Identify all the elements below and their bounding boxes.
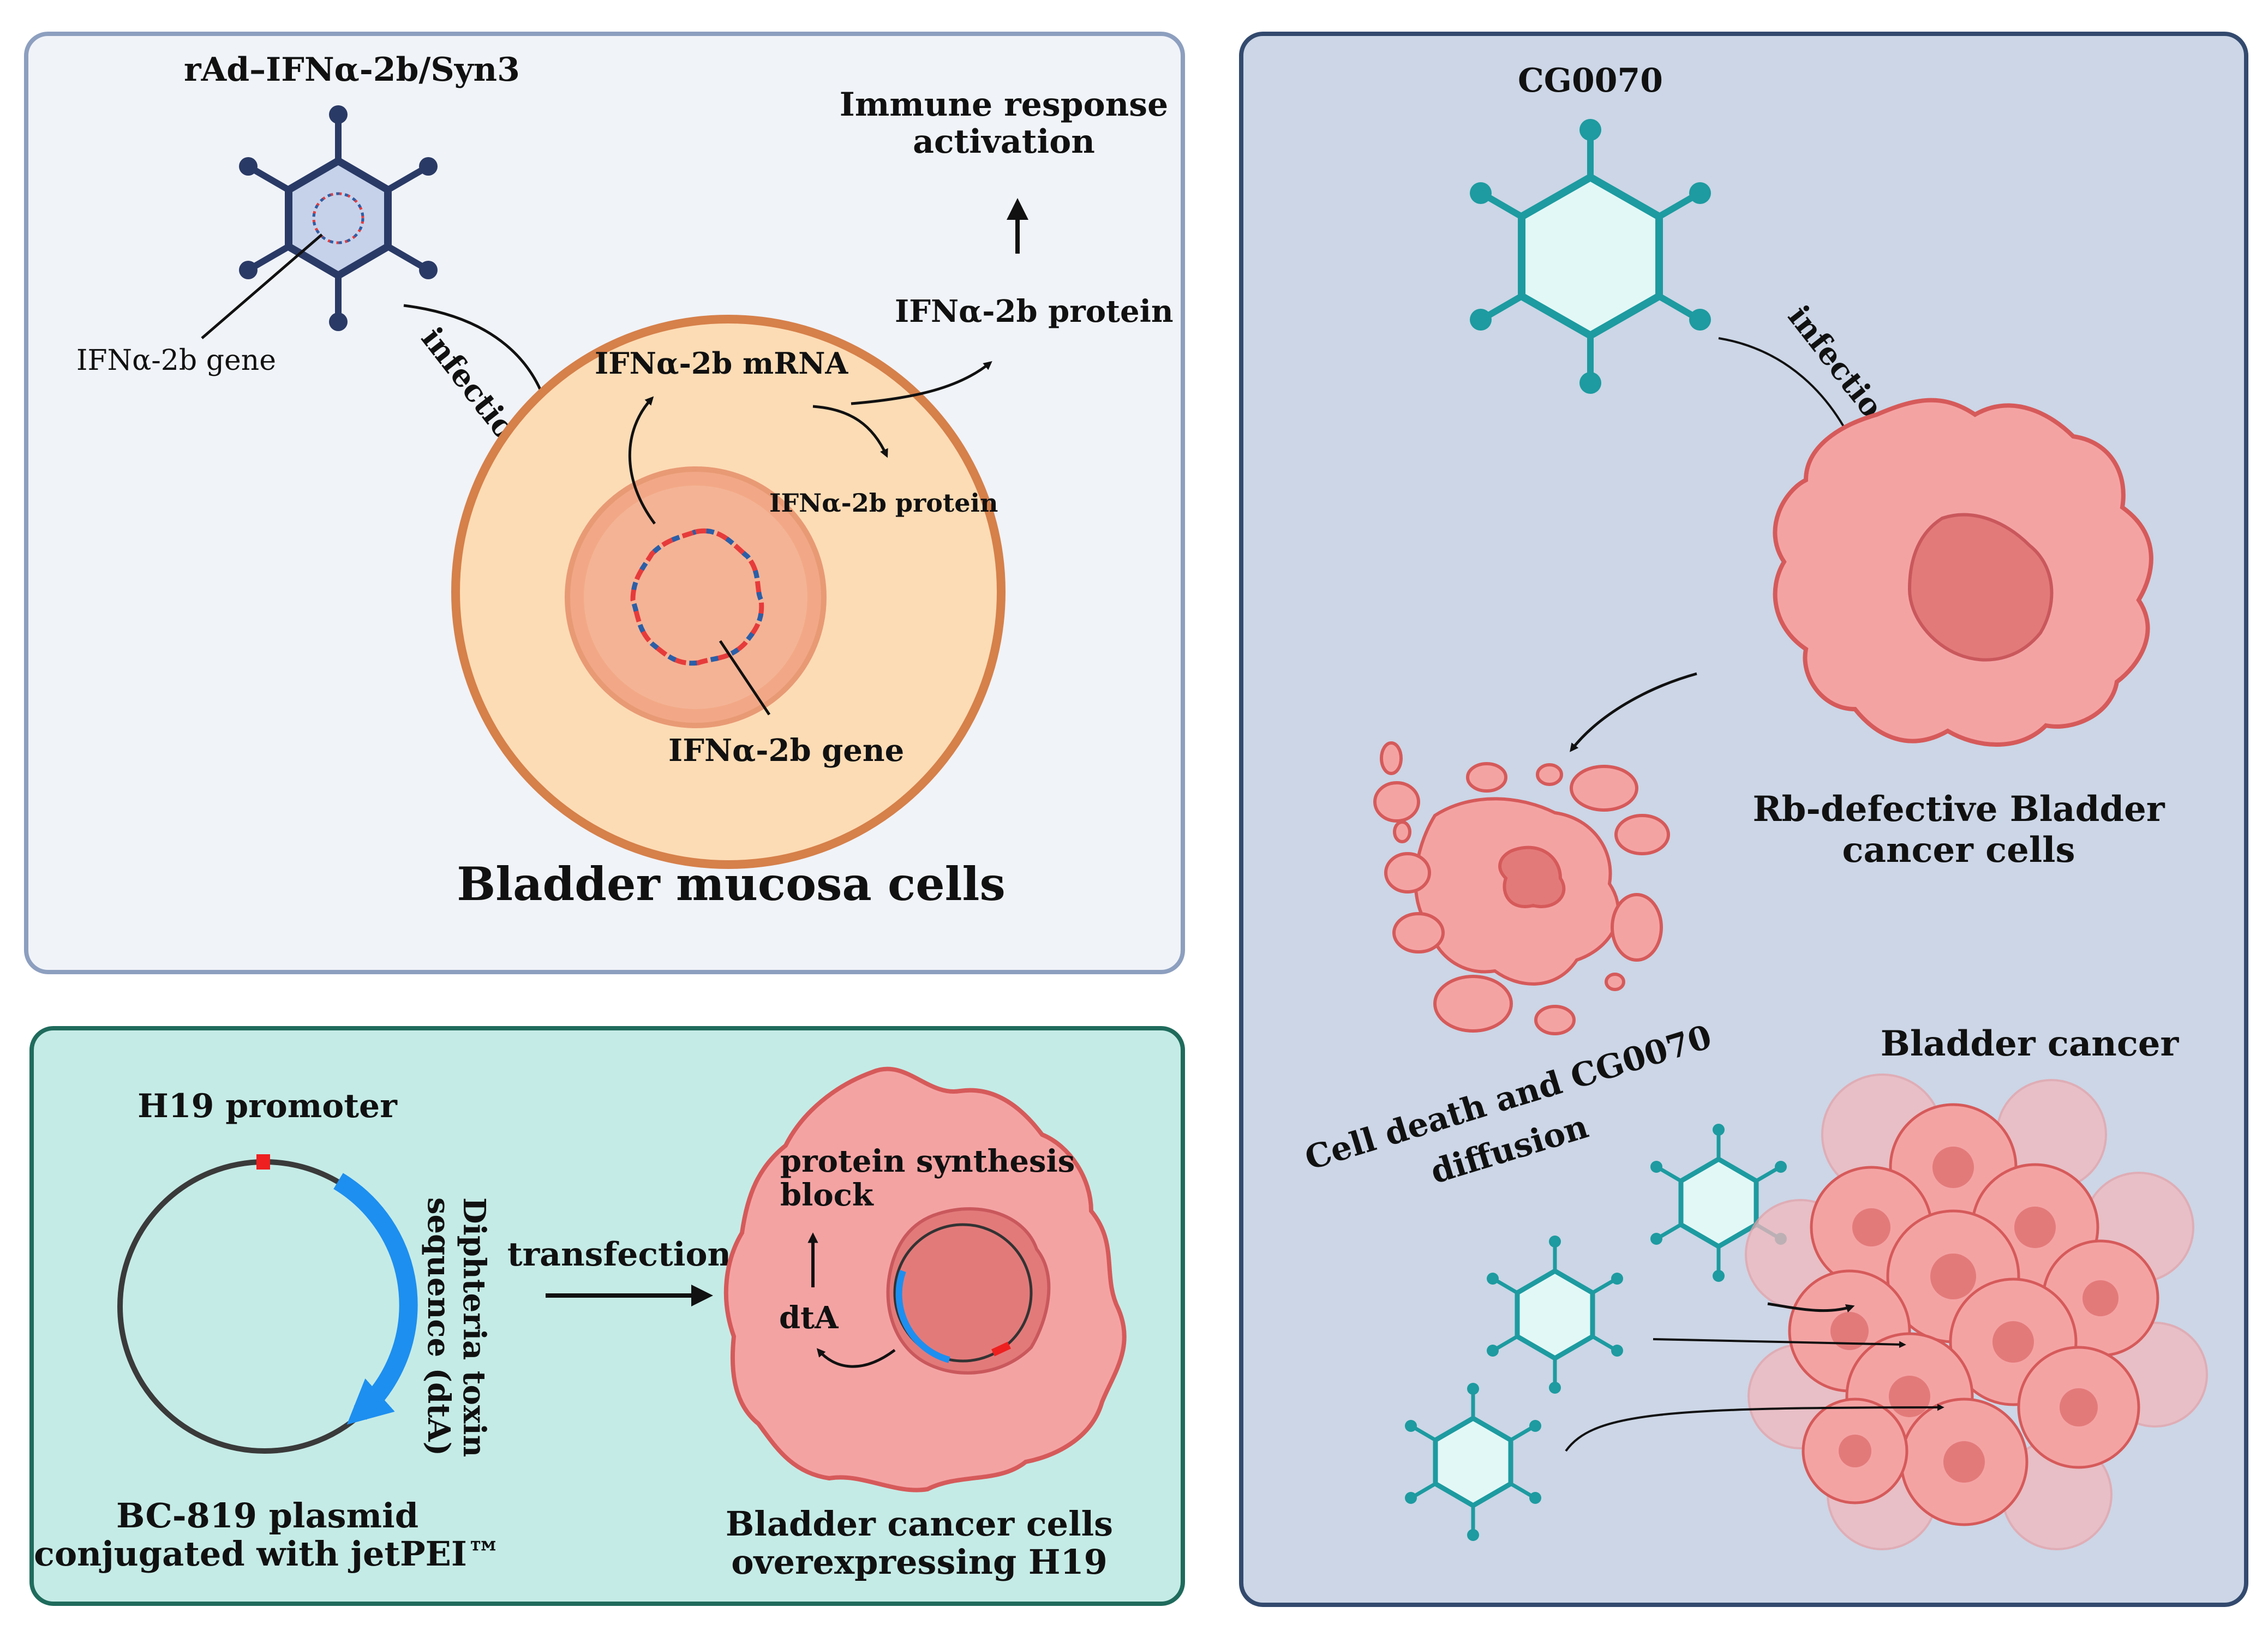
mucosa-cell	[451, 315, 1006, 869]
transcription-arrow	[628, 396, 656, 525]
block-label-line1: protein synthesis	[780, 1143, 1075, 1179]
adenovirus-icon	[239, 105, 438, 331]
toxin-label-line2: sequence (dtA)	[421, 1197, 457, 1456]
virus-tumor-arrow-1	[1767, 1302, 1855, 1313]
dta-arrow	[816, 1348, 896, 1368]
cell-caption: Bladder mucosa cells	[457, 857, 1006, 911]
virus-label: rAd–IFNα-2b/Syn3	[184, 51, 520, 89]
oncolytic-virus-icon	[1470, 119, 1711, 394]
lysis-arrow	[1570, 672, 1697, 752]
panel-mucosa: rAd–IFNα-2b/Syn3 IFNα-2b gene infection …	[24, 32, 1185, 974]
oncolytic-virus-icon	[1487, 1236, 1623, 1394]
secretion-arrow	[851, 361, 992, 405]
translation-arrow	[812, 405, 888, 458]
dta-label: dtA	[779, 1300, 839, 1336]
immune-label-line2: activation	[913, 123, 1095, 161]
cell-caption-line1: Bladder cancer cells	[726, 1504, 1113, 1544]
plasmid-caption-line1: BC-819 plasmid	[116, 1496, 418, 1536]
cancer-cell-icon	[1773, 398, 2153, 747]
cancer-cell-icon	[723, 1066, 1127, 1492]
virus-tumor-arrow-3	[1565, 1404, 1944, 1452]
nucleus-gene-pointer	[719, 640, 771, 716]
virus-gene-label: IFNα-2b gene	[76, 344, 276, 377]
cg-virus-label: CG0070	[1518, 62, 1663, 100]
dna-icon	[630, 528, 764, 666]
toxin-label-line1: Diphteria toxin	[456, 1197, 492, 1457]
tumor-label: Bladder cancer	[1881, 1023, 2180, 1064]
apoptotic-cell-icon	[1373, 741, 1670, 1035]
protein-inner-label: IFNα-2b protein	[769, 488, 998, 518]
cg-cell-caption-line1: Rb-defective Bladder	[1752, 789, 2165, 830]
cell-caption-line2: overexpressing H19	[731, 1542, 1108, 1582]
panel-cg0070: CG0070 infection Rb-defec	[1239, 32, 2248, 1607]
virus-tumor-arrow-2	[1653, 1338, 1906, 1348]
block-label-line2: block	[780, 1177, 874, 1213]
dna-plasmid-icon	[117, 1154, 418, 1454]
cg-cell-caption-line2: cancer cells	[1842, 830, 2075, 871]
panel-h19: H19 promoter Diphteria toxin sequence (d…	[29, 1026, 1185, 1606]
nucleus-gene-label: IFNα-2b gene	[668, 733, 904, 769]
immune-label-line1: Immune response	[840, 86, 1168, 124]
promoter-label: H19 promoter	[137, 1087, 398, 1125]
transfection-label: transfection	[507, 1236, 731, 1274]
protein-outer-label: IFNα-2b protein	[895, 293, 1174, 329]
plasmid-caption-line2: conjugated with jetPEI™	[34, 1534, 501, 1574]
tumor-mass-icon	[1745, 1074, 2208, 1550]
mrna-label: IFNα-2b mRNA	[595, 346, 848, 381]
virus-gene-pointer	[201, 233, 323, 339]
oncolytic-virus-icon	[1405, 1383, 1541, 1541]
